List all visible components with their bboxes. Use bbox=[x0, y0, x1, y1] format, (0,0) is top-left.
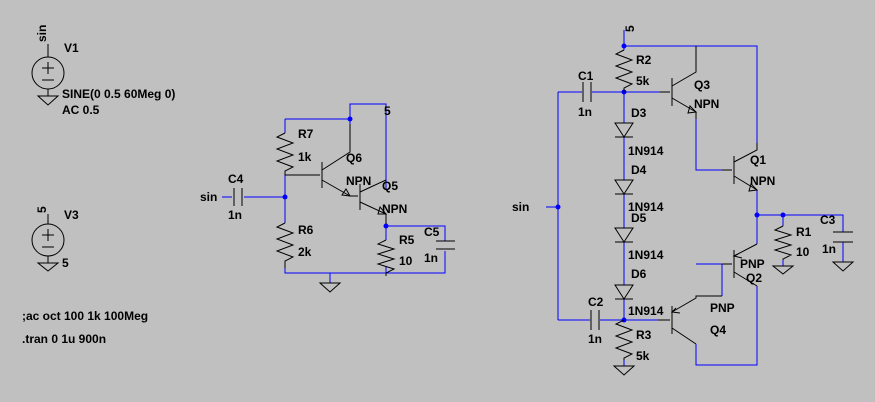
v1-value: SINE(0 0.5 60Meg 0) bbox=[62, 87, 175, 101]
q2-name: Q2 bbox=[746, 271, 762, 285]
q5-name: Q5 bbox=[382, 179, 398, 193]
q6-model: NPN bbox=[346, 174, 371, 188]
r3-name: R3 bbox=[636, 328, 652, 342]
capacitor-c4[interactable]: C4 1n bbox=[228, 172, 244, 222]
d4-model: 1N914 bbox=[628, 200, 664, 214]
net-label-vcc: 5 bbox=[384, 104, 391, 118]
c3-name: C3 bbox=[820, 213, 836, 227]
net-label-vcc-right: 5 bbox=[623, 25, 637, 32]
source-v3[interactable]: 5 V3 5 bbox=[31, 206, 79, 272]
q4-name: Q4 bbox=[710, 323, 726, 337]
c2-name: C2 bbox=[588, 295, 604, 309]
junction-dot bbox=[347, 116, 353, 122]
capacitor-c3[interactable]: C3 1n bbox=[820, 213, 853, 256]
v1-type: sin bbox=[35, 25, 49, 42]
junction-dot bbox=[621, 43, 627, 49]
resistor-r3[interactable]: R3 5k bbox=[614, 319, 652, 363]
q5-model: NPN bbox=[382, 202, 407, 216]
ac-directive[interactable]: ;ac oct 100 1k 100Meg bbox=[22, 309, 148, 323]
transistor-q1[interactable]: Q1 NPN bbox=[722, 143, 775, 192]
r7-value: 1k bbox=[298, 150, 312, 164]
q6-name: Q6 bbox=[346, 151, 362, 165]
q4-model: PNP bbox=[710, 301, 735, 315]
r3-value: 5k bbox=[636, 349, 650, 363]
v1-name: V1 bbox=[64, 41, 79, 55]
ground-symbol bbox=[318, 282, 342, 293]
junction-dot bbox=[383, 223, 389, 229]
d3-model: 1N914 bbox=[628, 144, 664, 158]
r5-value: 10 bbox=[399, 254, 413, 268]
transistor-q5[interactable]: Q5 NPN bbox=[350, 179, 407, 224]
tran-directive[interactable]: .tran 0 1u 900n bbox=[22, 332, 106, 346]
diode-d3[interactable]: D3 1N914 bbox=[614, 106, 664, 158]
d5-model: 1N914 bbox=[628, 248, 664, 262]
c5-value: 1n bbox=[424, 251, 438, 265]
q1-name: Q1 bbox=[750, 153, 766, 167]
capacitor-c5[interactable]: C5 1n bbox=[424, 225, 455, 265]
c5-name: C5 bbox=[424, 225, 440, 239]
junction-dot bbox=[754, 212, 760, 218]
c4-name: C4 bbox=[228, 172, 244, 186]
q3-name: Q3 bbox=[694, 78, 710, 92]
ground-symbol bbox=[831, 261, 855, 272]
capacitor-c1[interactable]: C1 1n bbox=[578, 69, 594, 119]
d3-name: D3 bbox=[631, 106, 647, 120]
v3-name: V3 bbox=[64, 208, 79, 222]
junction-dot bbox=[555, 204, 561, 210]
junction-dot bbox=[780, 212, 786, 218]
junction-dot bbox=[282, 194, 288, 200]
r1-value: 10 bbox=[796, 245, 810, 259]
r1-name: R1 bbox=[796, 225, 812, 239]
net-label-sin: sin bbox=[200, 190, 217, 204]
ground-symbol bbox=[612, 365, 636, 376]
d6-model: 1N914 bbox=[628, 304, 664, 318]
diode-d6[interactable]: D6 1N914 bbox=[614, 267, 664, 318]
r6-value: 2k bbox=[298, 245, 312, 259]
source-v1[interactable]: sin V1 SINE(0 0.5 60Meg 0) AC 0.5 bbox=[31, 25, 175, 117]
ground-symbol bbox=[771, 265, 795, 275]
transistor-q2[interactable]: PNP Q2 bbox=[722, 243, 765, 287]
capacitor-c2[interactable]: C2 1n bbox=[588, 295, 604, 346]
d4-name: D4 bbox=[631, 163, 647, 177]
resistor-r5[interactable]: R5 10 bbox=[376, 233, 415, 276]
r7-name: R7 bbox=[298, 127, 314, 141]
v1-ac: AC 0.5 bbox=[62, 103, 100, 117]
diode-d4[interactable]: D4 1N914 bbox=[614, 163, 664, 214]
resistor-r6[interactable]: R6 2k bbox=[275, 222, 314, 268]
transistor-q6[interactable]: Q6 NPN bbox=[285, 124, 371, 197]
diode-d5[interactable]: D5 1N914 bbox=[614, 211, 664, 262]
transistor-q4[interactable]: PNP Q4 bbox=[658, 295, 735, 345]
r2-name: R2 bbox=[636, 53, 652, 67]
q1-model: NPN bbox=[750, 174, 775, 188]
v3-value: 5 bbox=[62, 256, 69, 270]
r2-value: 5k bbox=[636, 74, 650, 88]
v3-type: 5 bbox=[35, 206, 49, 213]
resistor-r2[interactable]: R2 5k bbox=[614, 49, 652, 92]
c1-name: C1 bbox=[578, 69, 594, 83]
net-label-sin-right: sin bbox=[512, 200, 529, 214]
r5-name: R5 bbox=[399, 233, 415, 247]
q2-model: PNP bbox=[740, 257, 765, 271]
d5-name: D5 bbox=[631, 211, 647, 225]
c1-value: 1n bbox=[578, 105, 592, 119]
r6-name: R6 bbox=[298, 223, 314, 237]
c3-value: 1n bbox=[822, 242, 836, 256]
d6-name: D6 bbox=[631, 267, 647, 281]
resistor-r1[interactable]: R1 10 bbox=[773, 225, 812, 260]
transistor-q3[interactable]: Q3 NPN bbox=[660, 46, 719, 119]
resistor-r7[interactable]: R7 1k bbox=[275, 127, 314, 175]
c4-value: 1n bbox=[228, 208, 242, 222]
c2-value: 1n bbox=[588, 332, 602, 346]
q3-model: NPN bbox=[694, 97, 719, 111]
